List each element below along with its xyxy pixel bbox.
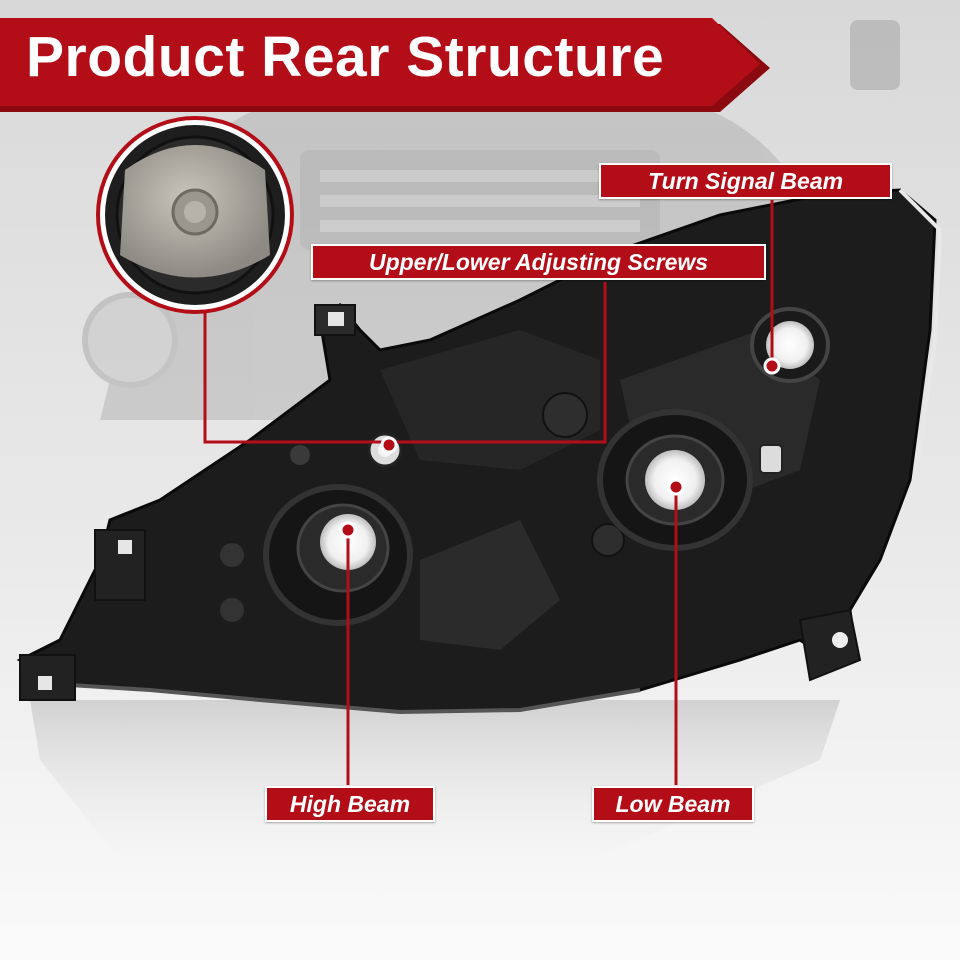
low-beam-socket [597,409,753,551]
label-adjusting-screws: Upper/Lower Adjusting Screws [311,244,766,280]
title-banner-shape [0,18,770,112]
label-low-beam: Low Beam [592,786,754,822]
label-turn-signal-beam: Turn Signal Beam [599,163,892,199]
zoom-detail-circle [96,116,294,314]
turn-signal-socket [750,307,830,383]
label-high-beam: High Beam [265,786,435,822]
high-beam-socket [263,484,413,626]
page-title: Product Rear Structure [26,25,665,89]
